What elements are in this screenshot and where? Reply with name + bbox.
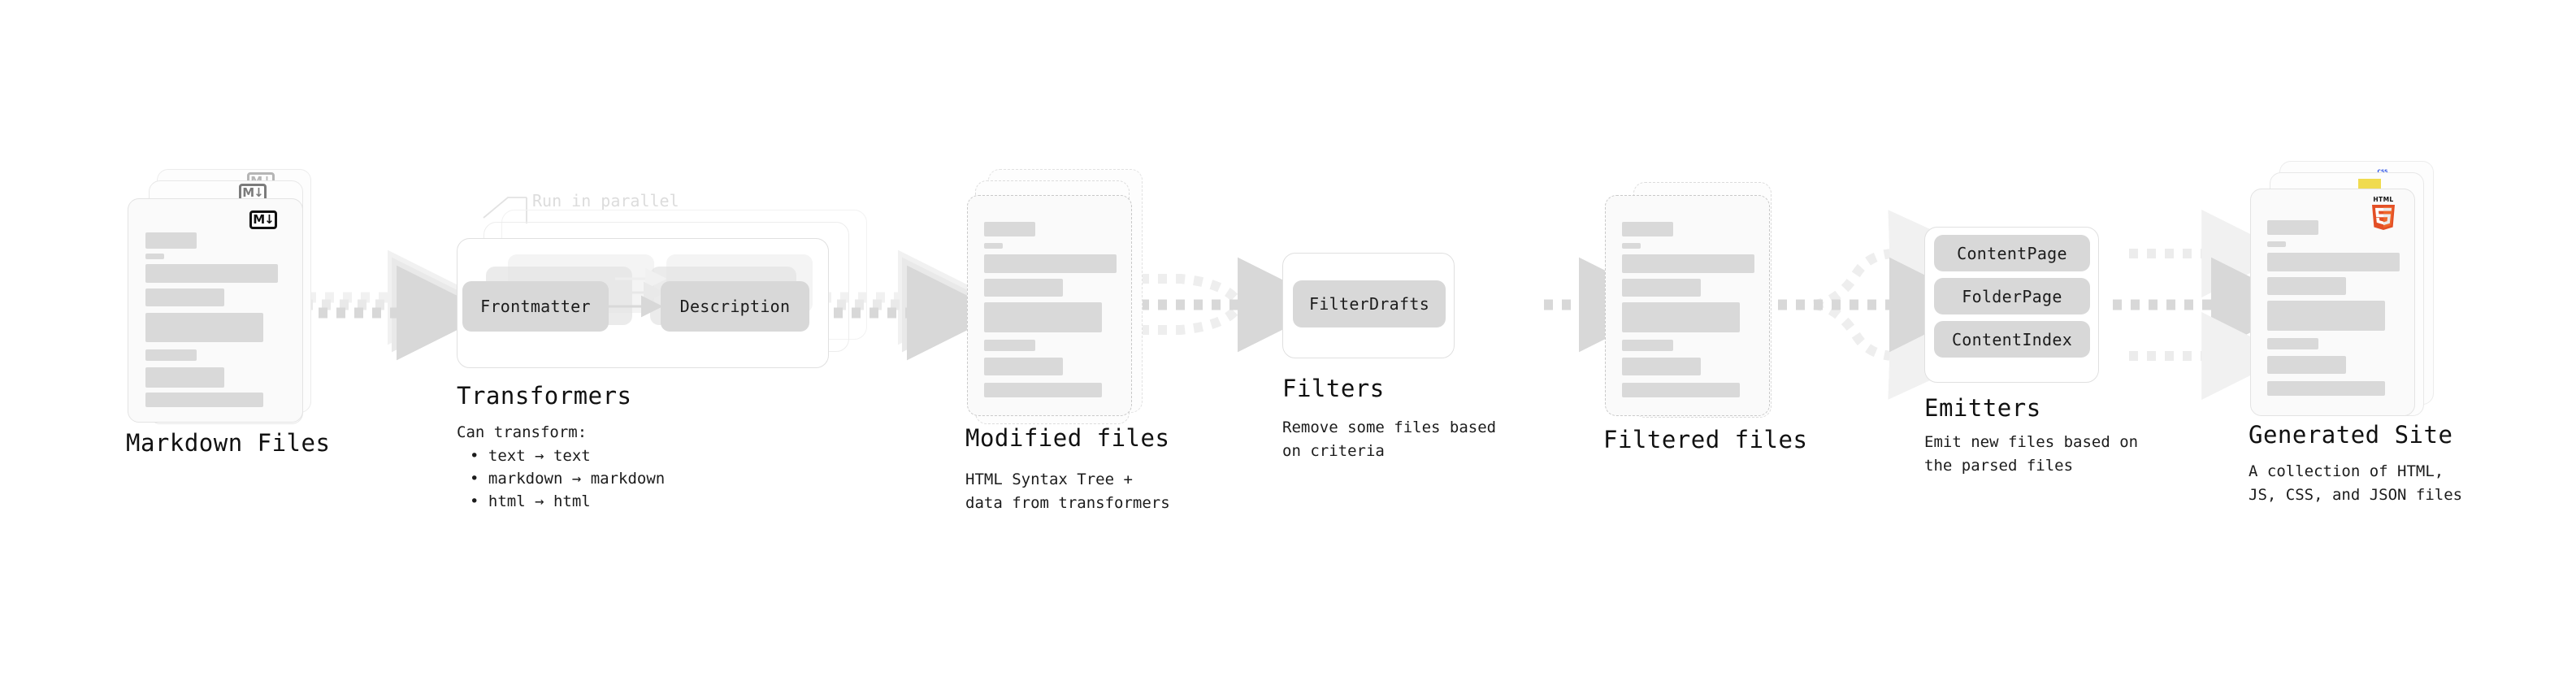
filter-chip-filterdrafts[interactable]: FilterDrafts: [1293, 280, 1446, 327]
doc-skeleton-row: [1622, 222, 1673, 236]
modified-doc-front: [967, 195, 1132, 416]
doc-skeleton-row: [984, 243, 1003, 249]
stage-title-generated-site: Generated Site: [2249, 421, 2453, 449]
doc-skeleton-row: [145, 349, 197, 361]
doc-skeleton-row: [1622, 340, 1673, 351]
emitter-chip-label: ContentPage: [1957, 243, 2067, 263]
doc-skeleton-row: [145, 254, 164, 259]
stage-title-markdown-files: Markdown Files: [126, 429, 331, 457]
transformers-bullet-1: • markdown → markdown: [470, 470, 666, 488]
doc-skeleton-row: [984, 222, 1035, 236]
doc-skeleton-row: [1622, 279, 1701, 297]
doc-skeleton-row: [1622, 358, 1701, 375]
connector-emitters-to-site: [2113, 210, 2306, 400]
doc-skeleton-row: [2267, 381, 2385, 396]
doc-skeleton-row: [984, 358, 1063, 375]
stage-title-transformers: Transformers: [457, 382, 632, 410]
site-doc-front: HTML: [2250, 189, 2415, 416]
connector-modified-to-filters: [1140, 257, 1333, 353]
transformer-chip-frontmatter[interactable]: Frontmatter: [462, 281, 609, 332]
emitter-chip-folderpage[interactable]: FolderPage: [1934, 278, 2090, 314]
doc-skeleton-row: [1622, 383, 1740, 397]
emitter-chip-label: ContentIndex: [1951, 329, 2073, 349]
doc-skeleton-row: [2267, 356, 2346, 374]
doc-skeleton-row: [2267, 253, 2400, 271]
doc-skeleton-row: [2267, 338, 2318, 349]
transformers-subtitle: Can transform:: [457, 423, 588, 441]
modified-files-subtitle: HTML Syntax Tree + data from transformer…: [965, 471, 1170, 512]
doc-skeleton-row: [145, 264, 278, 283]
markdown-doc-front: M↓: [128, 198, 303, 423]
doc-skeleton-row: [145, 232, 197, 249]
doc-skeleton-row: [2267, 241, 2286, 247]
transformers-bullet-2: • html → html: [470, 492, 591, 510]
generated-site-subtitle: A collection of HTML, JS, CSS, and JSON …: [2249, 462, 2463, 504]
doc-skeleton-row: [145, 367, 224, 388]
transformer-chip-label: Description: [679, 297, 791, 316]
emitter-chip-contentindex[interactable]: ContentIndex: [1934, 321, 2090, 358]
doc-skeleton-row: [2267, 220, 2318, 235]
filtered-doc-front: [1605, 195, 1770, 416]
transformer-chip-description[interactable]: Description: [661, 281, 809, 332]
doc-skeleton-row: [1622, 254, 1754, 273]
doc-skeleton-row: [984, 340, 1035, 351]
stage-title-modified-files: Modified files: [965, 424, 1170, 452]
transformer-chip-label: Frontmatter: [480, 297, 591, 316]
html5-icon: HTML: [2368, 194, 2399, 230]
markdown-badge-icon: M↓: [249, 210, 277, 229]
svg-text:CSS: CSS: [2378, 169, 2388, 175]
emitter-chip-label: FolderPage: [1962, 286, 2062, 306]
doc-skeleton-row: [1622, 243, 1641, 249]
stage-title-filters: Filters: [1282, 375, 1385, 402]
filter-chip-label: FilterDrafts: [1308, 294, 1430, 314]
doc-skeleton-row: [984, 302, 1102, 332]
stage-title-filtered-files: Filtered files: [1603, 426, 1808, 453]
doc-skeleton-row: [984, 254, 1117, 273]
doc-skeleton-row: [984, 383, 1102, 397]
doc-skeleton-row: [145, 313, 263, 342]
doc-skeleton-row: [145, 393, 263, 407]
doc-skeleton-row: [1622, 302, 1740, 332]
emitters-subtitle: Emit new files based on the parsed files: [1924, 433, 2139, 475]
doc-skeleton-row: [2267, 301, 2385, 331]
doc-skeleton-row: [984, 279, 1063, 297]
doc-skeleton-row: [2267, 277, 2346, 295]
stage-title-emitters: Emitters: [1924, 394, 2041, 422]
emitter-chip-contentpage[interactable]: ContentPage: [1934, 235, 2090, 271]
filters-subtitle: Remove some files based on criteria: [1282, 419, 1497, 460]
svg-text:HTML: HTML: [2373, 196, 2393, 203]
connector-filtered-to-emitters: [1778, 210, 1984, 400]
transformers-bullet-0: • text → text: [470, 447, 591, 465]
connector-md-to-transformers: [301, 249, 492, 361]
run-in-parallel-label: Run in parallel: [532, 191, 679, 210]
doc-skeleton-row: [145, 288, 224, 306]
